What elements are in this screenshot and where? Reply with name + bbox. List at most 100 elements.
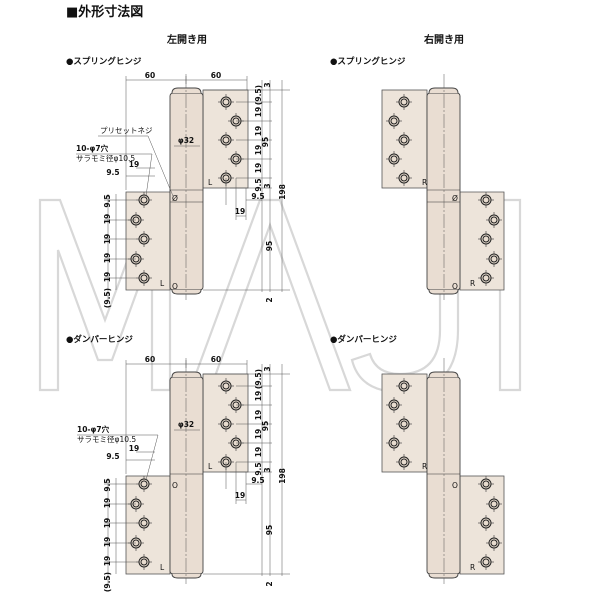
dim-lower-hole-spacing: 19 (129, 444, 139, 453)
dim-upper-pitch-2: 19 (254, 429, 263, 439)
screw-hole (490, 216, 498, 224)
dim-lower-pitch-2: 19 (103, 537, 112, 547)
dim-lower-pitch-3: 19 (103, 556, 112, 566)
callout-leader (77, 434, 159, 481)
barrel-bottom (428, 573, 459, 579)
barrel-cap (171, 371, 202, 378)
screw-hole (222, 136, 230, 144)
hinge-body (381, 358, 505, 584)
dim-mid-gap: 3 (263, 183, 272, 188)
column-heading-right: 右開き用 (423, 33, 464, 46)
barrel-bottom (171, 289, 202, 295)
screw-hole (400, 382, 408, 390)
callout-leader (76, 153, 153, 197)
dim-top-gap: 3 (263, 366, 272, 371)
dim-leaf-width-right: 60 (211, 355, 221, 364)
dim-total-height: 198 (278, 184, 287, 200)
dim-leaf-width-right: 60 (211, 71, 221, 80)
watermark-letter (188, 198, 352, 392)
dim-upper-leaf-height: 95 (261, 421, 270, 431)
dim-lower-edge-offset: 9.5 (106, 452, 119, 461)
dim-lower-pitch-1: 19 (103, 234, 112, 244)
pin-mark-bottom: O (452, 481, 458, 490)
barrel-cap (171, 87, 202, 94)
screw-hole (390, 439, 398, 447)
dim-top-gap: 3 (263, 82, 272, 87)
leaf-mark-lower: R (470, 563, 475, 572)
dim-upper-pitch-0: 19 (254, 391, 263, 401)
leaf-mark-lower: L (160, 563, 165, 572)
screw-hole (140, 558, 148, 566)
dim-lower-pitch-1: 19 (103, 518, 112, 528)
screw-hole (140, 519, 148, 527)
section-damper-left: ●ダンパーヒンジ (66, 334, 133, 345)
dim-upper-edge-offset: 9.5 (251, 476, 264, 485)
damper-hinge-right: R R O (381, 358, 505, 584)
dim-lower-leaf-height: 95 (265, 525, 274, 535)
callout-holes: 10-φ7穴 (77, 424, 110, 434)
watermark-letter (38, 198, 172, 392)
dim-lower-hole-spacing: 19 (129, 160, 139, 169)
section-damper-right: ●ダンパーヒンジ (330, 334, 397, 345)
leaf-mark-upper: L (208, 178, 213, 187)
dim-leaf-width-left: 60 (145, 355, 155, 364)
callout-leader (98, 135, 174, 197)
hinge-barrel (169, 376, 204, 575)
hinge-barrel (426, 92, 461, 291)
leaf-mark-lower: R (470, 279, 475, 288)
screw-hole (400, 98, 408, 106)
dim-upper-pitch-1: 19 (254, 410, 263, 420)
dim-pin-diameter: φ32 (178, 136, 194, 145)
section-spring-right: ●スプリングヒンジ (330, 56, 406, 67)
screw-hole (140, 196, 148, 204)
dim-upper-pitch-3: 19 (254, 447, 263, 457)
section-spring-left: ●スプリングヒンジ (66, 56, 142, 67)
screw-hole (390, 155, 398, 163)
leaf-mark-lower: L (160, 279, 165, 288)
dim-upper-end-offset: 9.5 (254, 178, 263, 191)
screw-hole (482, 558, 490, 566)
dim-lower-pitch-0: 19 (103, 498, 112, 508)
barrel-cap (428, 371, 459, 378)
dim-lower-edge-offset: 9.5 (106, 168, 119, 177)
leaf-mark-upper: L (208, 462, 213, 471)
barrel-bottom (428, 289, 459, 295)
leaf-mark-upper: R (422, 462, 427, 471)
pin-mark-bottom: O (172, 282, 178, 291)
hinge-barrel (169, 92, 204, 291)
dim-pin-diameter: φ32 (178, 420, 194, 429)
dim-leaf-width-left: 60 (145, 71, 155, 80)
screw-hole (490, 255, 498, 263)
dim-lower-pitch-0: 19 (103, 214, 112, 224)
dim-upper-leaf-height: 95 (261, 137, 270, 147)
dim-top-offset: (9.5) (254, 85, 263, 105)
screw-hole (490, 500, 498, 508)
dim-bottom-gap: 2 (265, 297, 274, 302)
dim-mid-gap: 3 (263, 467, 272, 472)
hinge-body (381, 74, 505, 300)
pin-mark-top: Ø (452, 194, 458, 203)
dim-lower-leaf-height: 95 (265, 241, 274, 251)
dim-lower-pitch-3: 19 (103, 272, 112, 282)
callout-countersink: サラモミ径φ10.5 (76, 153, 135, 163)
screw-hole (222, 98, 230, 106)
dim-total-height: 198 (278, 468, 287, 484)
dim-lower-end-offset: 9.5 (103, 478, 112, 491)
pin-mark-top: Ø (172, 194, 178, 203)
dim-upper-end-offset: 9.5 (254, 462, 263, 475)
dim-upper-pitch-2: 19 (254, 145, 263, 155)
hinge-barrel (426, 376, 461, 575)
dim-bottom-gap: 2 (265, 581, 274, 586)
leaf-mark-upper: R (422, 178, 427, 187)
hinge-body (125, 74, 249, 300)
screw-hole (490, 539, 498, 547)
dim-upper-hole-spacing: 19 (235, 207, 245, 216)
dim-lower-end-offset: 9.5 (103, 194, 112, 207)
dim-upper-pitch-0: 19 (254, 107, 263, 117)
callout-countersink: サラモミ径φ10.5 (77, 434, 136, 444)
hinge-body (125, 358, 249, 584)
